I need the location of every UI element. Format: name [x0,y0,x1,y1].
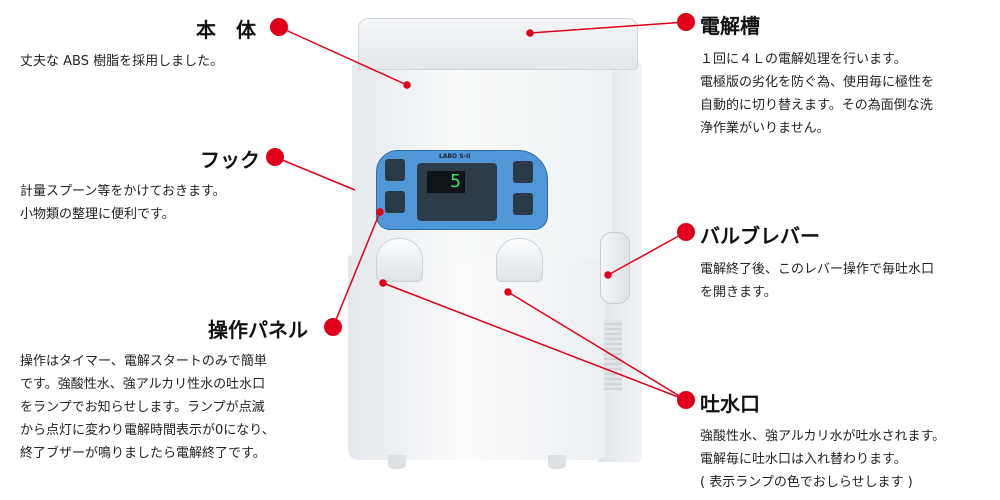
outlet-desc: 強酸性水、強アルカリ水が吐水されます。 電解毎に吐水口は入れ替わります。 ( 表… [700,429,946,490]
display: 5 [417,163,497,221]
valve-desc: 電解終了後、このレバー操作で毎吐水口 を開きます。 [700,262,935,300]
body-title: 本 体 [196,18,256,42]
outlet-title: 吐水口 [700,392,760,416]
power-button [385,159,405,181]
tank-point [526,29,534,37]
machine-lower-body [348,255,606,460]
tank-leader [529,21,687,34]
valve-point [604,271,612,279]
valve-lever [600,232,630,304]
hook-marker [266,148,284,166]
body-point [403,81,411,89]
control-panel: LABO S-II 5 [376,150,548,230]
outlet-leader-left [382,282,687,401]
outlet-point-right [504,288,512,296]
body-marker [270,18,288,36]
valve-leader [607,231,687,276]
panel-leader [332,211,381,328]
tank-marker [677,13,695,31]
panel-marker [324,318,342,336]
tank-title: 電解槽 [700,14,760,38]
hook-title: フック [200,148,260,172]
outlet-lamp-right [513,193,533,215]
outlet-point-left [379,279,387,287]
panel-title: 操作パネル [208,318,308,342]
hook-desc: 計量スプーン等をかけておきます。 小物類の整理に便利です。 [20,184,226,222]
outlet-marker [677,391,695,409]
outlet-left [376,238,423,282]
electrolysis-tank-lid [358,18,638,70]
outlet-right [496,238,543,282]
valve-marker [677,223,695,241]
valve-title: バルブレバー [700,224,820,248]
outlet-lamp-left [385,191,405,213]
panel-desc: 操作はタイマー、電解スタートのみで簡単 です。強酸性水、強アルカリ性水の吐水口 … [20,354,275,461]
time-display: 5 [427,171,465,193]
model-label: LABO S-II [439,153,471,160]
panel-point [376,208,384,216]
hook-leader [274,156,356,191]
outlet-leader-right [507,291,687,401]
body-desc: 丈夫な ABS 樹脂を採用しました。 [20,54,224,69]
machine-foot [388,455,406,469]
machine-foot [548,455,566,469]
tank-desc: １回に４Ｌの電解処理を行います。 電極版の劣化を防ぐ為、使用毎に極性を 自動的に… [700,52,935,136]
timer-button [513,161,533,183]
body-leader [278,26,408,86]
